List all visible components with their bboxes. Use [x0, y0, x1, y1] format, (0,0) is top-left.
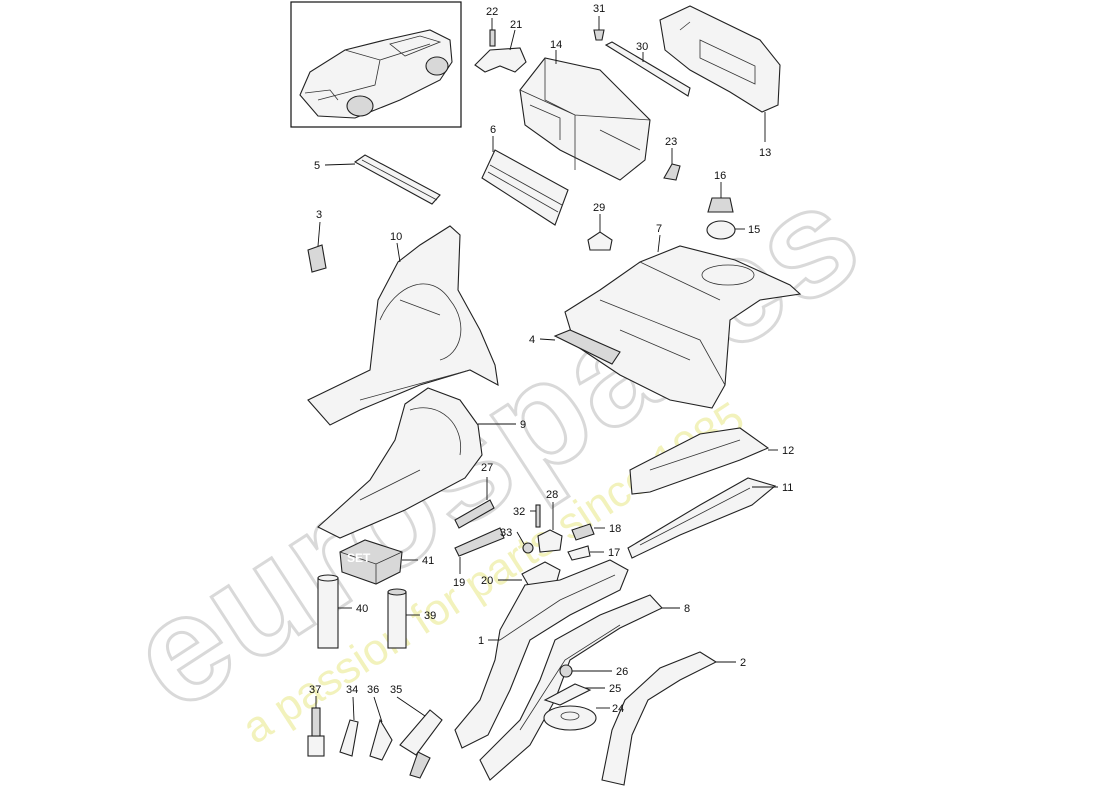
part-rail-11	[627, 477, 778, 559]
part-sill-12	[629, 427, 778, 495]
callout-13: 13	[759, 147, 771, 159]
part-rail-5	[324, 154, 441, 205]
part-blocks-28	[537, 502, 563, 553]
callout-21: 21	[510, 19, 522, 31]
part-bracket-17	[567, 545, 604, 561]
part-spray-can-40	[317, 574, 352, 649]
callout-26: 26	[616, 666, 628, 678]
callout-34: 34	[346, 684, 358, 696]
part-wheelhouse-9	[317, 387, 516, 539]
callout-17: 17	[608, 547, 620, 559]
callout-24: 24	[612, 703, 624, 715]
part-cap-15	[706, 220, 745, 240]
part-shim-25	[543, 683, 605, 706]
callout-35: 35	[390, 684, 402, 696]
part-liner-30	[604, 41, 691, 97]
callout-41: 41	[422, 555, 434, 567]
callout-labels: 22 21 31 14 30 13 23 6 5 16 3 29 7 15 10…	[309, 3, 794, 715]
callout-23: 23	[665, 136, 677, 148]
part-clip-31	[593, 16, 605, 41]
callout-30: 30	[636, 41, 648, 53]
callout-9: 9	[520, 419, 526, 431]
part-channel-6	[481, 136, 569, 226]
callout-3: 3	[316, 209, 322, 221]
part-cross-member-4	[539, 329, 621, 365]
callout-19: 19	[453, 577, 465, 589]
part-screw-32	[530, 504, 541, 528]
callout-33: 33	[500, 527, 512, 539]
callout-31: 31	[593, 3, 605, 15]
part-caulk-gun-35	[396, 696, 443, 779]
callout-7: 7	[656, 223, 662, 235]
part-arch-rail-2	[601, 651, 736, 786]
callout-15: 15	[748, 224, 760, 236]
part-clip-3	[307, 221, 327, 273]
callout-18: 18	[609, 523, 621, 535]
callout-20: 20	[481, 575, 493, 587]
callout-10: 10	[390, 231, 402, 243]
part-clip-29	[587, 214, 613, 251]
callout-27: 27	[481, 462, 493, 474]
callout-40: 40	[356, 603, 368, 615]
part-bolt-22	[489, 18, 496, 47]
part-storage-tub-14	[519, 50, 651, 181]
part-applicator-36	[369, 696, 393, 761]
part-bottle-37	[307, 696, 325, 757]
part-trim-13	[659, 5, 781, 142]
part-tube-39	[387, 588, 420, 649]
callout-1: 1	[478, 635, 484, 647]
part-bracket-21	[474, 29, 527, 73]
part-kit-box-41: SET	[339, 539, 418, 585]
callout-36: 36	[367, 684, 379, 696]
part-fastener-19	[454, 527, 505, 574]
callout-12: 12	[782, 445, 794, 457]
callout-22: 22	[486, 6, 498, 18]
part-plug-16	[707, 182, 734, 213]
callout-25: 25	[609, 683, 621, 695]
part-rear-rail-8	[479, 594, 680, 781]
part-nut-33	[516, 531, 534, 554]
part-floor-pan-7	[564, 234, 802, 409]
callout-37: 37	[309, 684, 321, 696]
part-pad-24	[543, 705, 610, 731]
callout-11: 11	[782, 482, 793, 494]
part-pillar-1	[454, 559, 629, 749]
callout-5: 5	[314, 160, 320, 172]
callout-4: 4	[529, 334, 535, 346]
callout-28: 28	[546, 489, 558, 501]
part-bracket-23	[663, 148, 681, 181]
part-sealant-34	[339, 696, 359, 757]
part-bracket-18	[571, 523, 605, 541]
callout-29: 29	[593, 202, 605, 214]
callout-14: 14	[550, 39, 562, 51]
callout-6: 6	[490, 124, 496, 136]
callout-32: 32	[513, 506, 525, 518]
kit-label: SET	[347, 551, 371, 565]
callout-39: 39	[424, 610, 436, 622]
part-wheel-arch-10	[307, 225, 499, 426]
callout-8: 8	[684, 603, 690, 615]
part-fastener-27	[454, 477, 495, 529]
part-nut-26	[559, 664, 612, 678]
watermark-brand: eurospares	[101, 150, 888, 742]
callout-16: 16	[714, 170, 726, 182]
vehicle-thumbnail	[290, 1, 462, 128]
callout-2: 2	[740, 657, 746, 669]
